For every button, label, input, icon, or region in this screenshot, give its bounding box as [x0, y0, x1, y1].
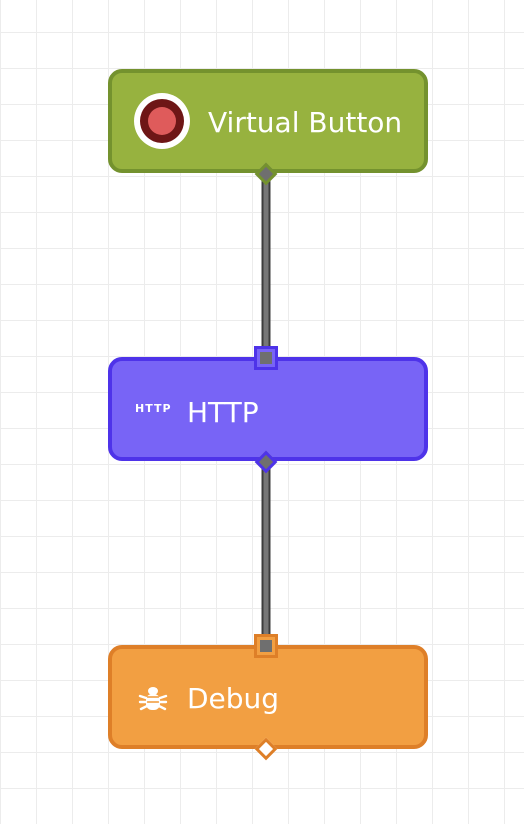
record-button-icon [134, 93, 190, 149]
node-label: Debug [187, 682, 280, 715]
input-port-debug[interactable] [254, 634, 278, 658]
node-label: HTTP [187, 396, 259, 429]
node-http[interactable]: HTTP HTTP [108, 357, 428, 461]
http-icon: HTTP [135, 402, 172, 415]
node-debug[interactable]: Debug [108, 645, 428, 749]
bug-icon [138, 687, 168, 711]
input-port-http[interactable] [254, 346, 278, 370]
node-label: Virtual Button [208, 106, 403, 139]
node-virtual-button[interactable]: Virtual Button [108, 69, 428, 173]
